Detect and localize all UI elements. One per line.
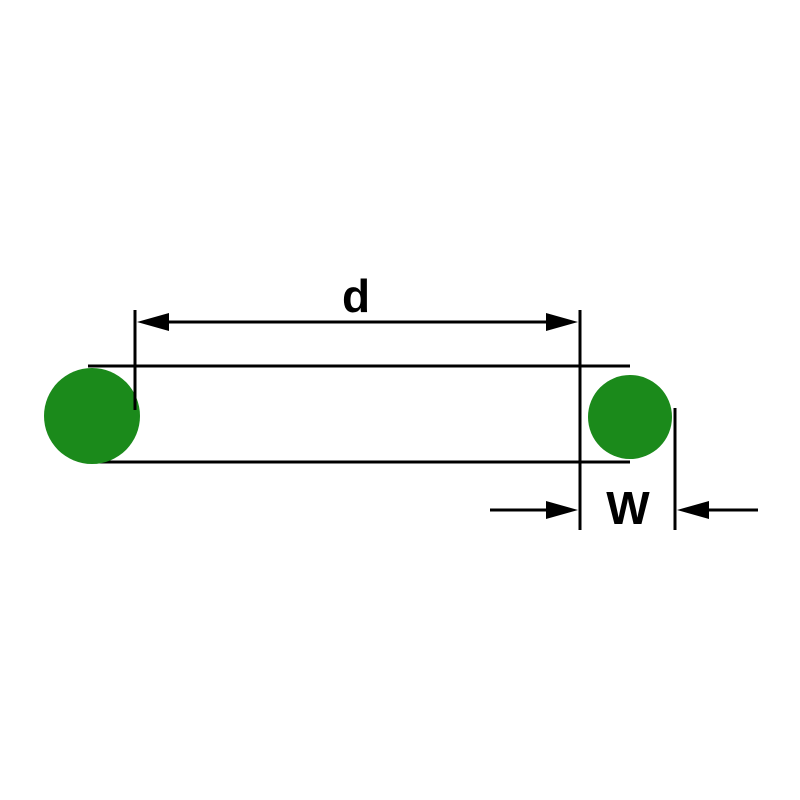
w-arrowhead-left — [546, 501, 578, 519]
oring-cross-section-right — [588, 375, 672, 459]
arrowheads — [137, 313, 709, 519]
profile-lines — [88, 364, 630, 464]
label-cross-section-width: W — [606, 482, 650, 534]
label-inner-diameter: d — [342, 270, 370, 322]
d-arrowhead-right — [546, 313, 578, 331]
dimension-lines — [133, 310, 758, 530]
w-arrowhead-right — [677, 501, 709, 519]
dimension-labels: d W — [342, 270, 650, 534]
oring-cross-section-left — [44, 368, 140, 464]
d-arrowhead-left — [137, 313, 169, 331]
